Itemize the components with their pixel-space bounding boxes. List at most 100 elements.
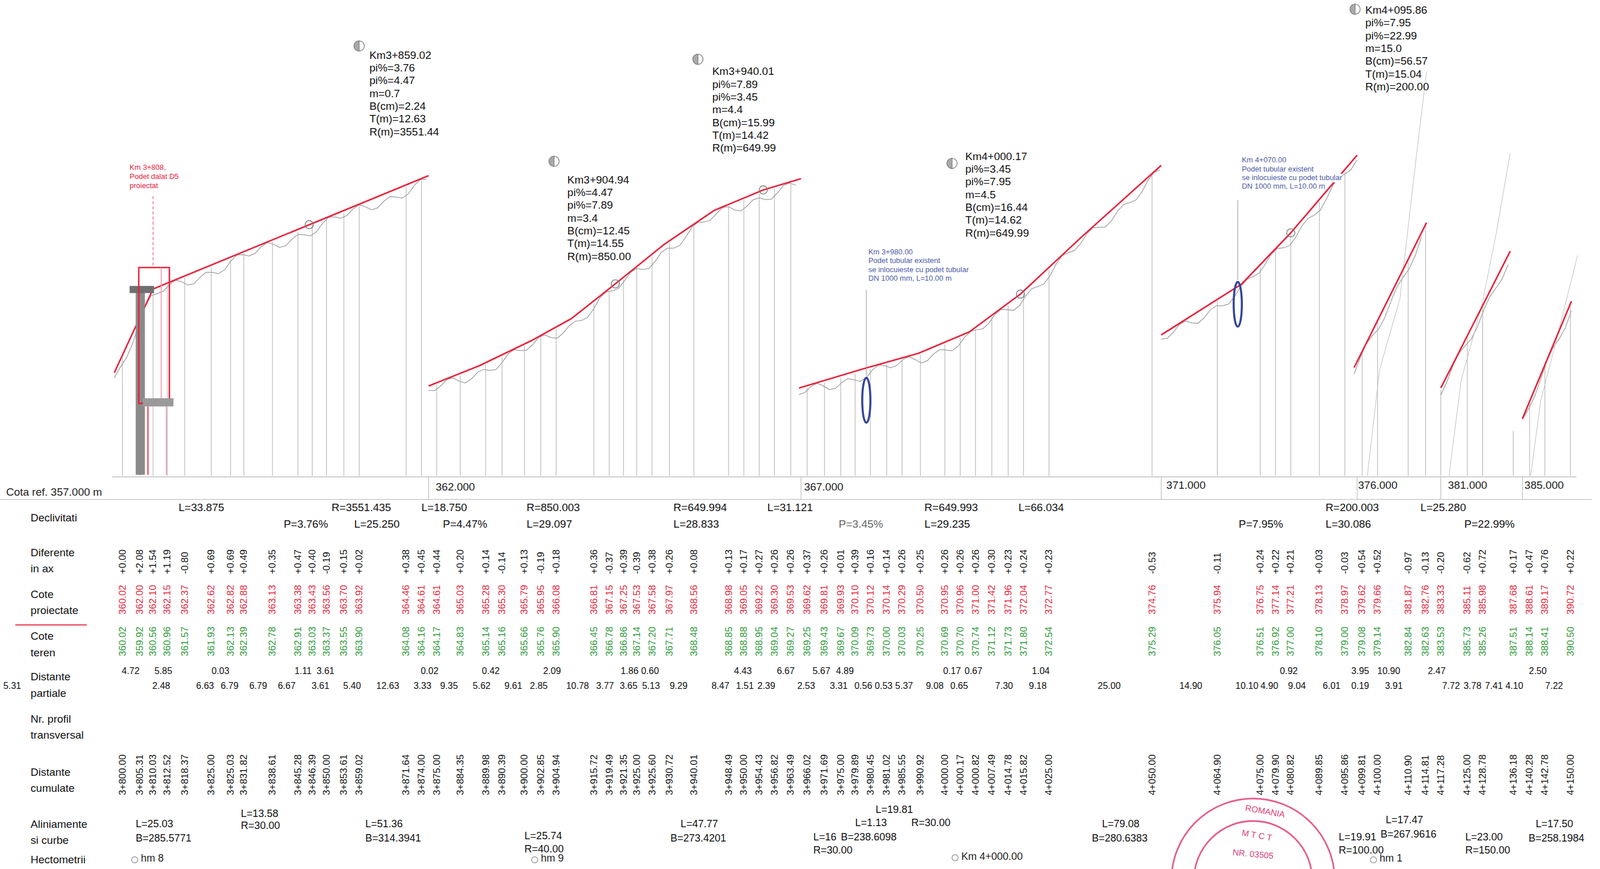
ground-elevation: 370.03 <box>897 626 907 656</box>
chainage: 3+825.03 <box>225 754 236 795</box>
curve-data: pi%=7.89 <box>712 78 758 91</box>
ground-elevation: 372.54 <box>1044 626 1054 656</box>
axis-difference: +0.23 <box>1044 549 1054 574</box>
chainage: 4+142.78 <box>1540 754 1550 795</box>
axis-difference: +0.00 <box>117 549 128 574</box>
ground-elevation: 366.86 <box>618 626 629 656</box>
ground-elevation: 371.73 <box>1003 626 1014 656</box>
ground-elevation: 368.48 <box>689 626 699 656</box>
chainage: 3+930.72 <box>664 754 675 795</box>
curve-data: m=0.7 <box>369 87 400 100</box>
hectometer-mark <box>131 854 1377 863</box>
ground-elevation: 370.25 <box>915 626 926 656</box>
design-elevation: 370.95 <box>940 584 950 615</box>
design-elevation: 370.14 <box>881 584 892 615</box>
ground-elevation: 370.69 <box>940 626 950 656</box>
axis-difference: +0.26 <box>897 549 907 574</box>
partial-distance: 9.18 <box>1029 680 1047 691</box>
chainage: 3+890.39 <box>497 754 507 795</box>
curve-data: pi%=7.89 <box>567 198 614 212</box>
design-elevation: 378.13 <box>1314 584 1324 615</box>
axis-difference: +0.36 <box>589 549 599 574</box>
station-line <box>1152 175 1153 476</box>
alignment-data: B=267.9616 <box>1380 828 1437 840</box>
culvert-note: Podet tubular existent <box>868 256 941 266</box>
station-line <box>1023 293 1024 476</box>
drawing-part <box>428 476 429 499</box>
partial-distance: 0.53 <box>874 680 893 691</box>
chainage: 4+125.00 <box>1462 754 1472 795</box>
chainage: 3+853.61 <box>338 754 349 795</box>
station-line <box>358 206 360 476</box>
stamp-text: ROMANIA <box>1244 802 1286 819</box>
drawing-part <box>866 289 867 376</box>
axis-difference: +0.03 <box>1314 549 1324 574</box>
axis-difference: +0.39 <box>850 549 860 574</box>
bridge-note: proiectat <box>129 181 159 191</box>
ground-elevation: 363.90 <box>354 626 364 656</box>
station-line <box>230 258 231 476</box>
station-line <box>326 219 327 476</box>
alignment-data: L=19.91 <box>1338 830 1377 843</box>
drawing-part <box>1233 281 1242 327</box>
chainage: 4+117.28 <box>1436 754 1446 795</box>
curve-data: m=4.4 <box>712 103 743 116</box>
chainage: 4+136.18 <box>1508 754 1519 795</box>
curve-data: T(m)=12.63 <box>369 112 426 126</box>
design-elevation: 376.75 <box>1255 584 1266 615</box>
drawing-part <box>136 288 146 475</box>
design-elevation: 364.61 <box>432 584 442 615</box>
chainage: 4+150.00 <box>1565 754 1576 795</box>
grade-data: R=3551.435 <box>331 501 391 514</box>
culvert-note: Km 3+980.00 <box>868 248 914 257</box>
design-elevation: 371.00 <box>970 584 981 615</box>
station-line <box>1482 307 1483 476</box>
station-line <box>609 290 610 476</box>
partial-distance: 3.31 <box>829 680 848 691</box>
partial-distance: 3.91 <box>1385 680 1403 691</box>
ground-elevation: 369.25 <box>802 626 812 656</box>
partial-distance: 9.35 <box>440 680 458 691</box>
partial-distance: 2.39 <box>757 680 776 691</box>
chainage: 4+089.85 <box>1314 754 1324 795</box>
alignment-data: L=17.50 <box>1536 817 1574 830</box>
alignment-data: L=47.77 <box>680 817 719 830</box>
grade-data: P=3.45% <box>838 517 884 531</box>
axis-difference: +0.24 <box>1255 549 1266 574</box>
station-line <box>824 382 825 476</box>
design-elevation: 382.76 <box>1420 584 1431 615</box>
design-elevation: 367.53 <box>632 584 642 615</box>
chainage: 4+014.78 <box>1003 754 1014 795</box>
design-elevation: 366.08 <box>551 584 562 615</box>
ground-elevation: 371.12 <box>986 626 997 656</box>
partial-distance: 3.61 <box>316 665 335 676</box>
drawing-part <box>152 196 154 268</box>
design-elevation: 379.66 <box>1372 584 1383 615</box>
design-elevation: 362.15 <box>162 584 172 615</box>
design-elevation: 385.98 <box>1477 584 1488 615</box>
ground-elevation: 388.41 <box>1540 626 1550 656</box>
partial-distance: 5.67 <box>812 665 831 676</box>
ground-elevation: 364.16 <box>416 626 427 656</box>
grade-data: R=850.003 <box>526 501 580 514</box>
stamp-text: M T C T <box>1241 827 1274 843</box>
partial-distance: 0.67 <box>964 665 983 676</box>
grade-data: L=25.250 <box>354 517 400 531</box>
design-elevation: 383.33 <box>1436 584 1446 615</box>
partial-distance: 7.30 <box>995 680 1014 691</box>
partial-distance: 1.86 <box>620 665 639 676</box>
ground-elevation: 376.51 <box>1255 626 1266 656</box>
partial-distance: 5.37 <box>895 680 914 691</box>
curve-data: pi%=4.47 <box>567 186 614 199</box>
axis-difference: +0.26 <box>785 549 796 574</box>
curve-data: R(m)=200.00 <box>1365 80 1429 94</box>
design-elevation: 370.12 <box>865 584 876 615</box>
grade-data: R=649.994 <box>673 501 728 514</box>
curve-data: B(cm)=56.57 <box>1365 54 1428 68</box>
reference-level: 367.000 <box>804 480 844 494</box>
culvert-note: Podet tubular existent <box>1241 165 1314 174</box>
chainage: 4+100.00 <box>1372 754 1383 795</box>
partial-distance: 6.67 <box>277 680 296 691</box>
station-line <box>166 285 168 476</box>
station-line <box>343 212 344 476</box>
